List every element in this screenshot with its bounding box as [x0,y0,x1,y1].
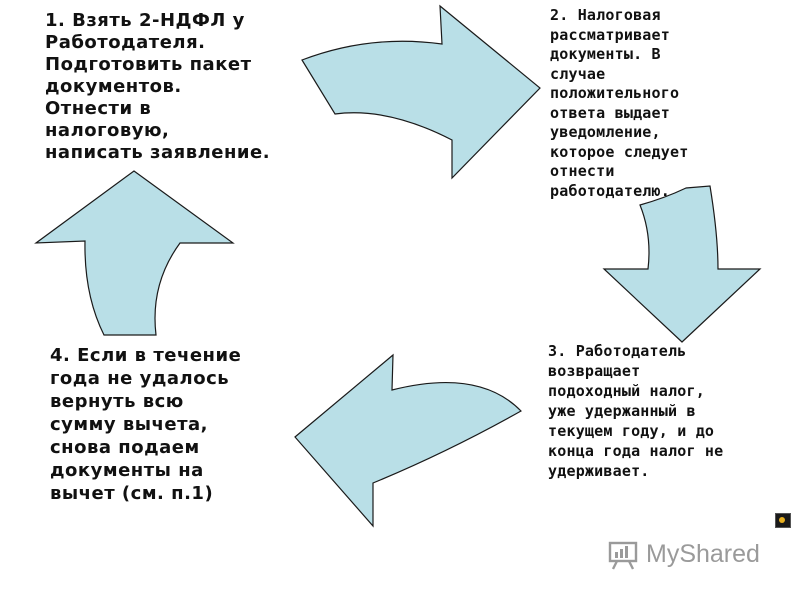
watermark-text: MyShared [646,539,760,568]
myshared-watermark: MyShared [606,537,760,571]
player-icon[interactable] [775,513,791,528]
arrow-step3-to-step4 [294,353,522,528]
step-3-text: 3. Работодатель возвращает подоходный на… [548,342,724,480]
arrow-step1-to-step2 [301,4,541,180]
step-4-text: 4. Если в течение года не удалось вернут… [50,345,242,504]
arrow-step4-to-step1 [34,170,235,336]
step-2-text: 2. Налоговая рассматривает документы. В … [550,6,689,200]
presentation-board-icon [608,541,638,570]
arrow-step2-to-step3 [602,185,762,343]
step-1-text: 1. Взять 2-НДФЛ у Работодателя. Подготов… [45,10,271,163]
